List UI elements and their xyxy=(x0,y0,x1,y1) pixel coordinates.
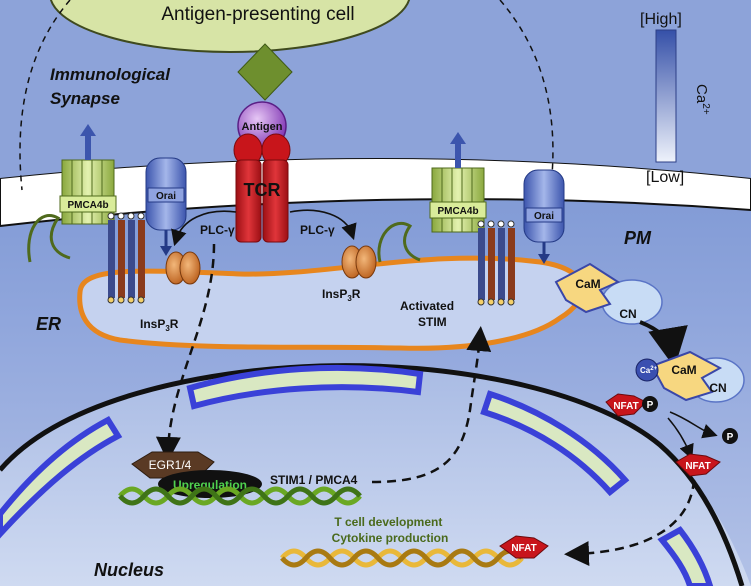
legend-low: [Low] xyxy=(646,169,684,186)
envelope-segment xyxy=(0,416,123,539)
nucleus-label: Nucleus xyxy=(94,560,164,580)
pmca-right-label: PMCA4b xyxy=(437,206,478,217)
ca-symbol: Ca xyxy=(640,366,651,375)
cn-complex-label: CN xyxy=(709,381,726,395)
feedback-arrow xyxy=(371,326,492,484)
stim-label: STIM xyxy=(418,315,447,329)
ca-complex-label: Ca2+ xyxy=(640,366,658,375)
cam-complex-label: CaM xyxy=(671,363,696,377)
antigen-label: Antigen xyxy=(242,121,283,133)
insp3r-left-end: R xyxy=(170,317,179,331)
insp3r-right xyxy=(341,245,377,279)
egr-label: EGR1/4 xyxy=(149,458,192,472)
orai-left: Orai xyxy=(145,157,187,256)
insp3r-left-label: InsP3R xyxy=(140,317,179,333)
synapse-label: Immunological Synapse xyxy=(50,65,175,108)
endoplasmic-reticulum xyxy=(77,255,585,351)
pmca-left-label: PMCA4b xyxy=(67,200,108,211)
nfat-nuclear-arrow xyxy=(564,479,696,567)
nfat-bound: NFAT xyxy=(499,535,549,559)
nfat-release-arrow xyxy=(667,417,694,460)
plc-right-label: PLC-γ xyxy=(300,223,335,237)
tcr-label: TCR xyxy=(244,180,281,200)
cam-cn-complex-top: CaM CN xyxy=(554,262,663,325)
nfat-p-label: NFAT xyxy=(613,401,638,412)
calcium-legend: [High] [Low] Ca2+ xyxy=(640,11,711,186)
outcome-label: T cell development Cytokine production xyxy=(332,515,449,545)
legend-high: [High] xyxy=(640,11,682,28)
ca-cam-cn-complex: Ca2+ CaM CN xyxy=(635,350,745,403)
legend-ion-symbol: Ca xyxy=(693,84,710,104)
pmca4b-right: PMCA4b xyxy=(377,132,487,263)
synapse-boundary xyxy=(19,0,71,191)
legend-ion: Ca2+ xyxy=(693,84,711,115)
plc-to-nucleus-arrow xyxy=(155,243,216,462)
phospho-label-1: P xyxy=(647,400,654,411)
dna-helix-lower xyxy=(280,548,524,568)
calcium-ion xyxy=(635,358,659,382)
activation-arrow xyxy=(639,320,688,368)
ca-charge: 2+ xyxy=(650,366,657,372)
plc-left-arrow xyxy=(171,210,237,247)
antigen-presenting-cell xyxy=(49,0,411,53)
er-label: ER xyxy=(36,314,61,334)
nuclear-envelope-line xyxy=(0,363,745,586)
plc-left-label: PLC-γ xyxy=(200,223,235,237)
outcome-line1: T cell development xyxy=(334,515,442,529)
phospho-label-2: P xyxy=(727,432,734,443)
nfat-phosphorylated: NFAT P xyxy=(605,393,658,417)
outcome-line2: Cytokine production xyxy=(332,531,449,545)
stim-right xyxy=(477,220,515,306)
orai-right: Orai xyxy=(523,169,565,264)
plc-right-arrow xyxy=(289,209,357,241)
legend-ion-charge: 2+ xyxy=(700,103,711,115)
nfat-active: NFAT xyxy=(675,453,721,477)
dna-helix-upper xyxy=(118,486,362,506)
synapse-boundary-right xyxy=(499,0,554,176)
nucleus xyxy=(0,365,751,586)
free-phosphate xyxy=(722,428,738,444)
activated-label: Activated xyxy=(400,299,454,313)
pm-label: PM xyxy=(624,228,652,248)
insp3r-left-sub: 3 xyxy=(165,324,170,333)
stim-left xyxy=(107,212,145,304)
envelope-segment xyxy=(480,390,630,497)
insp3r-right-end: R xyxy=(352,287,361,301)
orai-right-label: Orai xyxy=(534,211,554,222)
nfat-bound-label: NFAT xyxy=(511,543,536,554)
dephosphorylation-arrow xyxy=(669,411,718,439)
pmca4b-left: PMCA4b xyxy=(27,124,117,263)
insp3r-right-sub: 3 xyxy=(347,294,352,303)
cn-top-label: CN xyxy=(619,307,636,321)
cam-top-label: CaM xyxy=(575,277,600,291)
activated-stim-label: Activated STIM xyxy=(400,299,457,329)
apc-label: Antigen-presenting cell xyxy=(161,4,354,25)
envelope-segment xyxy=(186,364,424,410)
synapse-line2: Synapse xyxy=(50,89,120,108)
orai-left-label: Orai xyxy=(156,191,176,202)
stim-pmca-label: STIM1 / PMCA4 xyxy=(270,473,358,487)
tcr-receptor xyxy=(233,133,291,243)
nfat-active-label: NFAT xyxy=(685,461,710,472)
mhc-diamond xyxy=(237,43,293,101)
insp3r-left xyxy=(165,251,201,285)
synapse-line1: Immunological xyxy=(50,65,171,84)
insp3r-right-base: InsP xyxy=(322,287,347,301)
insp3r-right-label: InsP3R xyxy=(322,287,361,303)
insp3r-left-base: InsP xyxy=(140,317,165,331)
legend-gradient-bar xyxy=(655,29,677,163)
